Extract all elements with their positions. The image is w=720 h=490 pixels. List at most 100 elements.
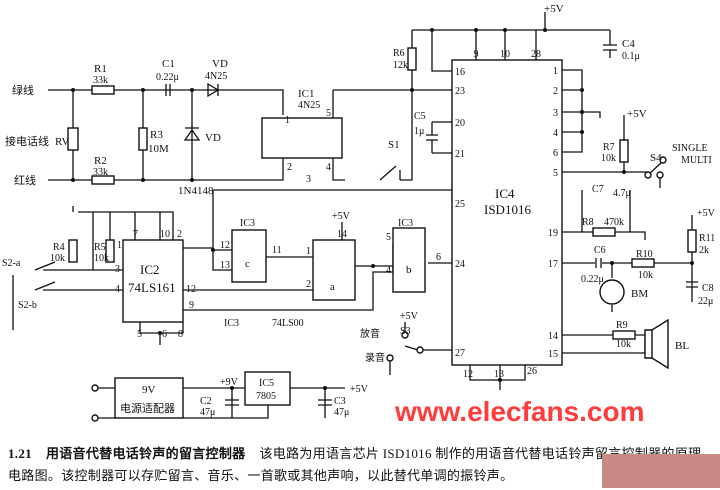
- label-vcc-r7: +5V: [627, 108, 647, 120]
- capacitor-c8: [686, 281, 698, 288]
- switch-s3: [404, 345, 419, 351]
- pin-label: 20: [455, 118, 465, 129]
- label-ic5: IC5: [259, 378, 274, 389]
- label-ic3-c: IC3: [240, 218, 255, 229]
- label-c3: C3: [334, 396, 346, 407]
- resistor-r7: [619, 139, 629, 163]
- label-green-wire: 绿线: [12, 83, 34, 97]
- schematic: 绿线 接电话线 RV 红线 R1 33k R2 33k C1 0.22μ VD …: [2, 3, 716, 422]
- varistor-rv: [67, 127, 79, 151]
- nand-gate-c: [231, 229, 267, 283]
- resistor-r5: [105, 239, 115, 263]
- label-gate-c: c: [245, 258, 250, 270]
- power-adapter: [114, 377, 184, 419]
- pin-label: 5: [386, 232, 391, 243]
- pin-label: 3: [115, 264, 120, 275]
- label-ic3-b: IC3: [398, 218, 413, 229]
- pin-label: 27: [455, 348, 465, 359]
- pin-label: 4: [115, 284, 120, 295]
- label-r3: R3: [150, 129, 163, 141]
- pin-label: 10: [160, 229, 170, 240]
- label-ic2-type: 74LS161: [128, 280, 176, 295]
- label-ic2: IC2: [140, 262, 160, 277]
- label-ic4: IC4: [495, 186, 515, 201]
- label-phone-line: 接电话线: [5, 134, 49, 148]
- label-c4-value: 0.1μ: [622, 51, 640, 62]
- label-ic1-value: 4N25: [298, 100, 320, 111]
- pin-label: 26: [527, 366, 537, 377]
- label-r9: R9: [616, 320, 628, 331]
- label-c2: C2: [200, 396, 212, 407]
- label-multi: MULTI: [681, 155, 712, 166]
- resistor-r9: [612, 330, 636, 340]
- pin-label: 1: [117, 240, 122, 251]
- pin-label: 7: [133, 229, 138, 240]
- label-r8-value: 470k: [604, 217, 624, 228]
- pin-label: 13: [494, 369, 504, 380]
- resistor-r8: [592, 227, 616, 237]
- label-r5: R5: [94, 242, 106, 253]
- label-s4: S4: [650, 152, 662, 164]
- pin-label: 2: [553, 86, 558, 97]
- pin-label: 17: [548, 259, 558, 270]
- label-ic1-pin1: 1: [285, 115, 290, 126]
- label-red-wire: 红线: [14, 173, 36, 187]
- label-c3-value: 47μ: [334, 407, 349, 418]
- label-vcc-s3: +5V: [400, 311, 419, 322]
- label-r9-value: 10k: [616, 339, 631, 350]
- label-r10: R10: [636, 249, 653, 260]
- label-gate-b: b: [406, 264, 412, 276]
- label-adapter-voltage: 9V: [142, 384, 156, 396]
- label-c6-value: 0.22μ: [581, 274, 604, 285]
- label-r2-value: 33k: [93, 167, 108, 178]
- label-ic1: IC1: [298, 88, 315, 100]
- diode-vd: [183, 127, 201, 141]
- label-9v: +9V: [220, 377, 239, 388]
- label-r6: R6: [393, 48, 405, 59]
- pin-label: 1: [553, 66, 558, 77]
- pin-label: 11: [272, 245, 282, 256]
- pin-label: 6: [553, 148, 558, 159]
- label-r11: R11: [699, 233, 715, 244]
- label-c6: C6: [594, 245, 606, 256]
- label-c7-value: 4.7μ: [613, 188, 631, 199]
- label-single: SINGLE: [672, 143, 708, 154]
- resistor-r10: [631, 258, 655, 268]
- pin-label: 5: [137, 329, 142, 340]
- label-s2a: S2-a: [2, 258, 21, 269]
- pin-label: 6: [162, 329, 167, 340]
- nand-gate-b: [392, 227, 426, 293]
- pin-label: 9: [474, 49, 479, 60]
- figure-title: 用语音代替电话铃声的留言控制器: [45, 446, 246, 461]
- pin-label: 6: [436, 252, 441, 263]
- label-r11-value: 2k: [699, 245, 709, 256]
- resistor-r6: [407, 47, 417, 71]
- label-ic4-type: ISD1016: [484, 202, 531, 217]
- site-logo: [602, 454, 720, 488]
- junction-dots: [71, 28, 694, 390]
- pin-label: 10: [500, 49, 510, 60]
- label-ic1-pin5: 5: [326, 108, 331, 119]
- switch-s2: [34, 261, 56, 291]
- pin-label: 15: [548, 349, 558, 360]
- nand-gate-a: [312, 239, 356, 301]
- label-r10-value: 10k: [638, 270, 653, 281]
- label-r4: R4: [53, 242, 65, 253]
- pin-label: 12: [463, 369, 473, 380]
- label-ic3-note: IC3: [224, 318, 239, 329]
- label-vd1: VD: [212, 58, 228, 70]
- microphone-bm: [599, 279, 625, 305]
- label-c7: C7: [592, 184, 604, 195]
- wires: [12, 12, 693, 419]
- pin-label: 24: [455, 259, 465, 270]
- label-vout: +5V: [350, 384, 369, 395]
- label-s3: S3: [400, 326, 411, 337]
- label-record: 录音: [365, 351, 385, 364]
- label-adapter: 电源适配器: [120, 401, 175, 415]
- capacitor-c4: [603, 44, 617, 51]
- label-bl: BL: [675, 340, 689, 352]
- pin-label: 21: [455, 149, 465, 160]
- label-bm: BM: [631, 288, 648, 300]
- label-ic5-type: 7805: [256, 391, 276, 402]
- ic2-chip: [122, 239, 184, 323]
